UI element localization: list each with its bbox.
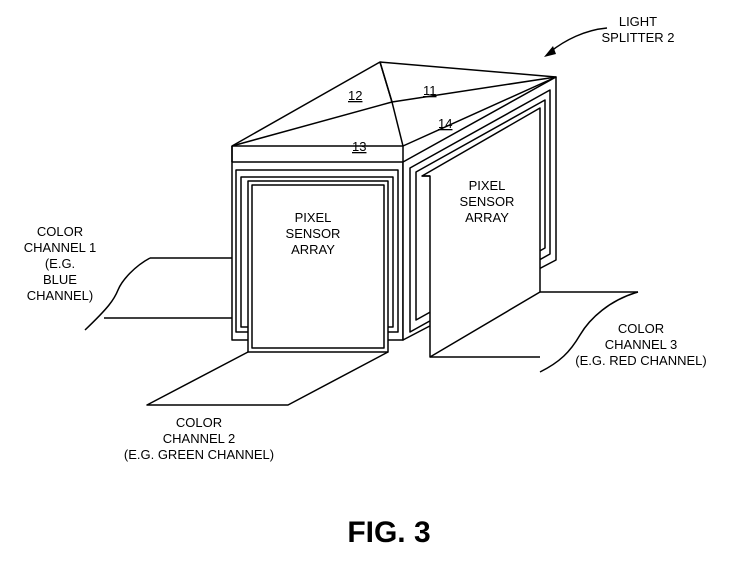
svg-text:COLOR: COLOR xyxy=(618,321,664,336)
svg-text:ARRAY: ARRAY xyxy=(291,242,335,257)
splitter-pointer-arrow xyxy=(544,27,608,57)
ref-numeral-13: 13 xyxy=(352,139,366,154)
right-frame-inner xyxy=(415,99,546,321)
light-splitter-label: LIGHT SPLITTER 2 xyxy=(602,14,675,45)
front-frame-inner xyxy=(240,176,394,328)
svg-text:PIXEL: PIXEL xyxy=(295,210,332,225)
svg-text:(E.G.: (E.G. xyxy=(45,256,75,271)
svg-text:SPLITTER 2: SPLITTER 2 xyxy=(602,30,675,45)
color-channel-2-label: COLOR CHANNEL 2 (E.G. GREEN CHANNEL) xyxy=(124,415,274,462)
right-frame-outer xyxy=(409,89,551,333)
front-frame-outer xyxy=(235,169,399,333)
svg-text:CHANNEL 1: CHANNEL 1 xyxy=(24,240,96,255)
svg-text:SENSOR: SENSOR xyxy=(286,226,341,241)
color-channel-1-label: COLOR CHANNEL 1 (E.G. BLUE CHANNEL) xyxy=(24,224,96,303)
svg-text:LIGHT: LIGHT xyxy=(619,14,657,29)
svg-text:ARRAY: ARRAY xyxy=(465,210,509,225)
svg-text:BLUE: BLUE xyxy=(43,272,77,287)
channel-1-beam xyxy=(84,257,232,331)
svg-text:(E.G. GREEN CHANNEL): (E.G. GREEN CHANNEL) xyxy=(124,447,274,462)
channel-2-beam xyxy=(146,351,389,406)
ref-numeral-11: 11 xyxy=(423,83,437,98)
svg-text:CHANNEL): CHANNEL) xyxy=(27,288,93,303)
color-channel-3-label: COLOR CHANNEL 3 (E.G. RED CHANNEL) xyxy=(575,321,706,368)
svg-text:CHANNEL 3: CHANNEL 3 xyxy=(605,337,677,352)
ref-numeral-14: 14 xyxy=(438,116,452,131)
svg-text:SENSOR: SENSOR xyxy=(460,194,515,209)
svg-text:CHANNEL 2: CHANNEL 2 xyxy=(163,431,235,446)
sensor-right-label: PIXEL SENSOR ARRAY xyxy=(460,178,515,225)
pixel-sensor-array-right xyxy=(421,107,541,358)
channel-3-beam xyxy=(430,291,639,373)
svg-text:COLOR: COLOR xyxy=(176,415,222,430)
svg-text:COLOR: COLOR xyxy=(37,224,83,239)
ref-numeral-12: 12 xyxy=(348,88,362,103)
pixel-sensor-array-front xyxy=(247,180,389,353)
sensor-front-label: PIXEL SENSOR ARRAY xyxy=(286,210,341,257)
svg-text:PIXEL: PIXEL xyxy=(469,178,506,193)
svg-text:(E.G. RED CHANNEL): (E.G. RED CHANNEL) xyxy=(575,353,706,368)
figure-caption: FIG. 3 xyxy=(347,516,430,549)
